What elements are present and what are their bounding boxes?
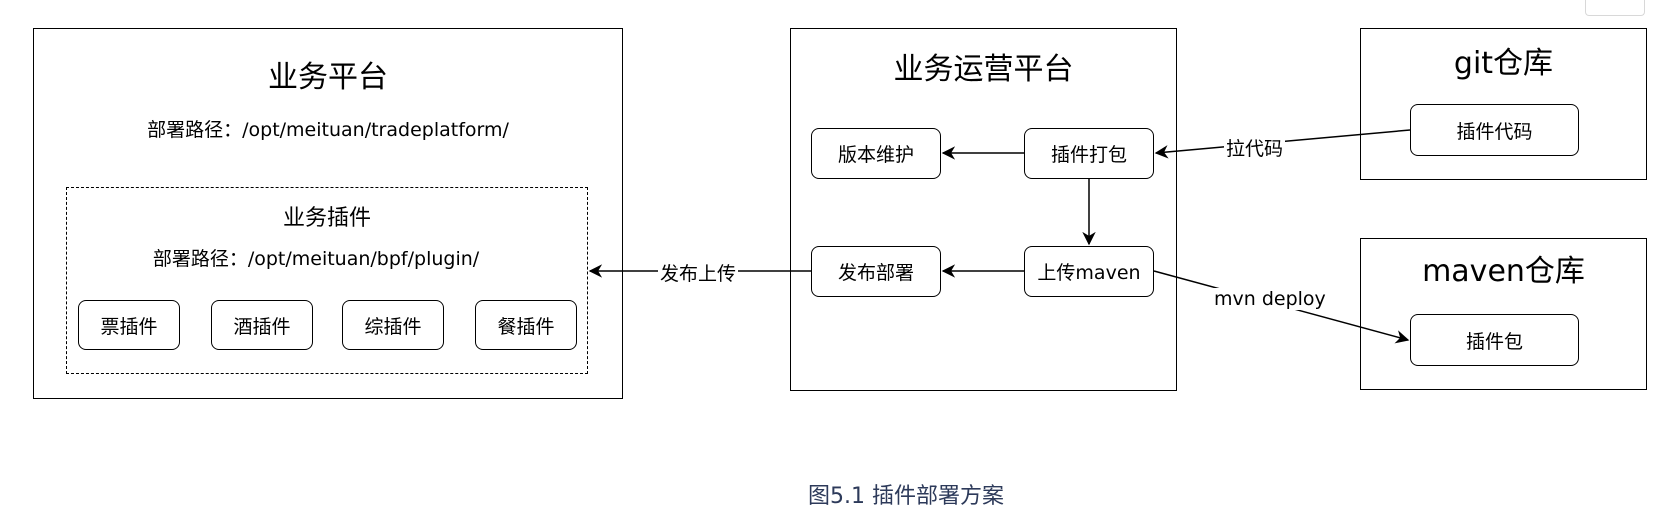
ops-platform-panel bbox=[790, 28, 1177, 391]
figure-caption: 图5.1 插件部署方案 bbox=[808, 484, 1004, 509]
git-repo-title: git仓库 bbox=[1453, 46, 1554, 81]
release-deploy-node: 发布部署 bbox=[811, 246, 941, 297]
business-platform-title: 业务平台 bbox=[268, 60, 388, 95]
plugin-node-dining: 餐插件 bbox=[475, 300, 577, 350]
business-plugin-path: 部署路径：/opt/meituan/bpf/plugin/ bbox=[152, 248, 480, 270]
business-plugin-group bbox=[66, 187, 588, 374]
edge-label-pull-code: 拉代码 bbox=[1224, 134, 1286, 161]
ops-platform-title: 业务运营平台 bbox=[893, 52, 1074, 87]
business-platform-path: 部署路径：/opt/meituan/tradeplatform/ bbox=[147, 119, 509, 141]
plugin-node-general: 综插件 bbox=[342, 300, 444, 350]
plugin-node-ticket: 票插件 bbox=[78, 300, 180, 350]
window-corner-control bbox=[1585, 0, 1645, 16]
plugin-package-node: 插件打包 bbox=[1024, 128, 1154, 179]
plugin-package-artifact-node: 插件包 bbox=[1410, 314, 1579, 366]
maven-repo-title: maven仓库 bbox=[1422, 254, 1585, 289]
edge-label-mvn-deploy: mvn deploy bbox=[1212, 288, 1328, 310]
edge-label-publish-upload: 发布上传 bbox=[658, 259, 739, 286]
version-maintenance-node: 版本维护 bbox=[811, 128, 941, 179]
upload-maven-node: 上传maven bbox=[1024, 246, 1154, 297]
business-plugin-title: 业务插件 bbox=[282, 206, 371, 231]
plugin-node-hotel: 酒插件 bbox=[211, 300, 313, 350]
plugin-code-node: 插件代码 bbox=[1410, 104, 1579, 156]
